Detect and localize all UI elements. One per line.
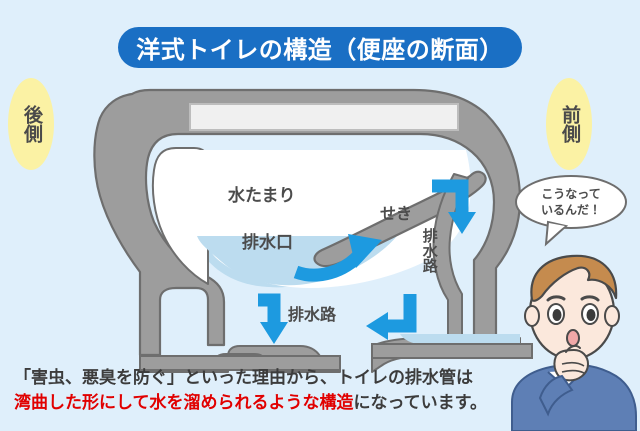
- duct-base-rail-right: [371, 343, 533, 359]
- thinking-boy-character: [511, 254, 637, 431]
- caption-line-1: 「害虫、悪臭を防ぐ」といった理由から、トイレの排水管は: [14, 368, 473, 388]
- bowl-outflow-arrow: [293, 234, 382, 282]
- label-drain-channel-horizontal: 排水路: [288, 305, 337, 324]
- channel-left-arrow: [366, 294, 417, 340]
- caption-line-2: 湾曲した形にして水を溜められるような構造になっています。: [14, 391, 487, 416]
- caption: 「害虫、悪臭を防ぐ」といった理由から、トイレの排水管は 湾曲した形にして水を溜め…: [14, 366, 487, 416]
- speech-bubble-text-wrap: こうなって いるんだ！: [516, 176, 626, 228]
- toilet-seat-band: [189, 103, 459, 131]
- duct-base-rail: [139, 355, 341, 371]
- speech-line-1: こうなって: [541, 186, 601, 201]
- drain-duct-water: [400, 334, 520, 344]
- page-title: 洋式トイレの構造（便座の断面）: [118, 27, 522, 68]
- toilet-body-shape: [93, 88, 522, 357]
- front-side-label-text: 前側: [558, 105, 581, 143]
- weir-down-arrow: [432, 179, 476, 234]
- speech-bubble: [515, 175, 627, 247]
- label-drain-channel-vertical: 排水路: [420, 228, 439, 273]
- caption-line-2-tail: になっています。: [353, 392, 487, 413]
- rear-side-label: 後側: [8, 78, 54, 170]
- drain-channel-wall: [432, 173, 469, 353]
- channel-down-arrow: [258, 293, 288, 344]
- label-water-pool: 水たまり: [228, 186, 296, 206]
- speech-line-2: いるんだ！: [540, 203, 601, 217]
- rear-side-label-text: 後側: [20, 105, 43, 143]
- speech-bubble-lines: こうなって いるんだ！: [516, 176, 626, 228]
- label-drain-outlet: 排水口: [242, 233, 293, 253]
- page-title-text: 洋式トイレの構造（便座の断面）: [136, 36, 504, 64]
- label-weir: せき: [380, 204, 413, 223]
- front-side-label: 前側: [546, 78, 592, 170]
- caption-line-2-highlight: 湾曲した形にして水を溜められるような構造: [14, 392, 354, 413]
